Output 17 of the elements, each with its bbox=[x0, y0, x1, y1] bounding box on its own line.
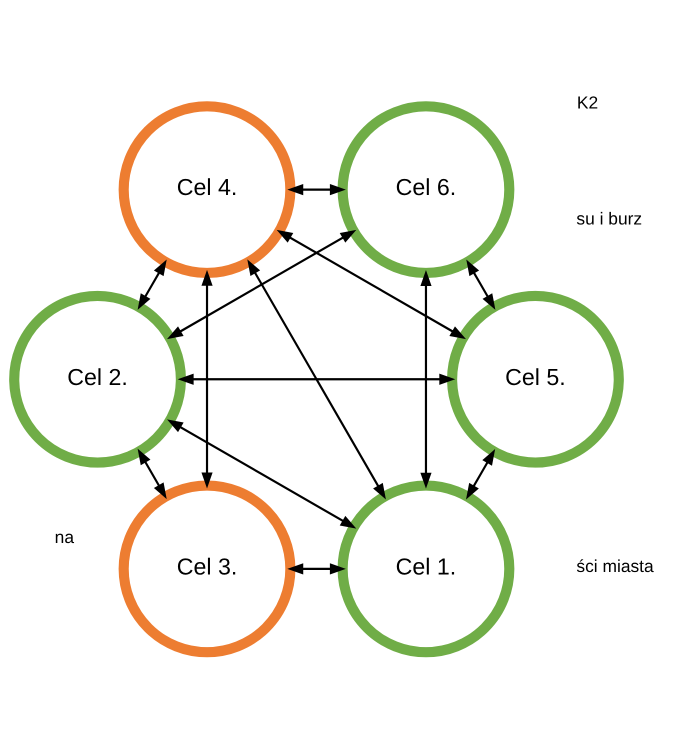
arrow bbox=[201, 269, 213, 488]
label: na bbox=[54, 526, 74, 547]
arrow bbox=[466, 448, 496, 499]
label: ści miasta bbox=[576, 556, 654, 576]
label: K2 bbox=[576, 92, 598, 112]
arrow bbox=[166, 229, 356, 339]
arrow bbox=[420, 270, 432, 488]
arrow bbox=[466, 258, 496, 310]
arrow bbox=[287, 562, 346, 574]
arrow bbox=[287, 184, 346, 195]
arrow bbox=[247, 258, 386, 499]
arrow bbox=[178, 373, 456, 384]
arrow bbox=[138, 448, 167, 499]
label: su i burz bbox=[576, 208, 642, 228]
arrow bbox=[167, 418, 356, 528]
arrow bbox=[276, 229, 466, 339]
arrow bbox=[138, 258, 167, 310]
